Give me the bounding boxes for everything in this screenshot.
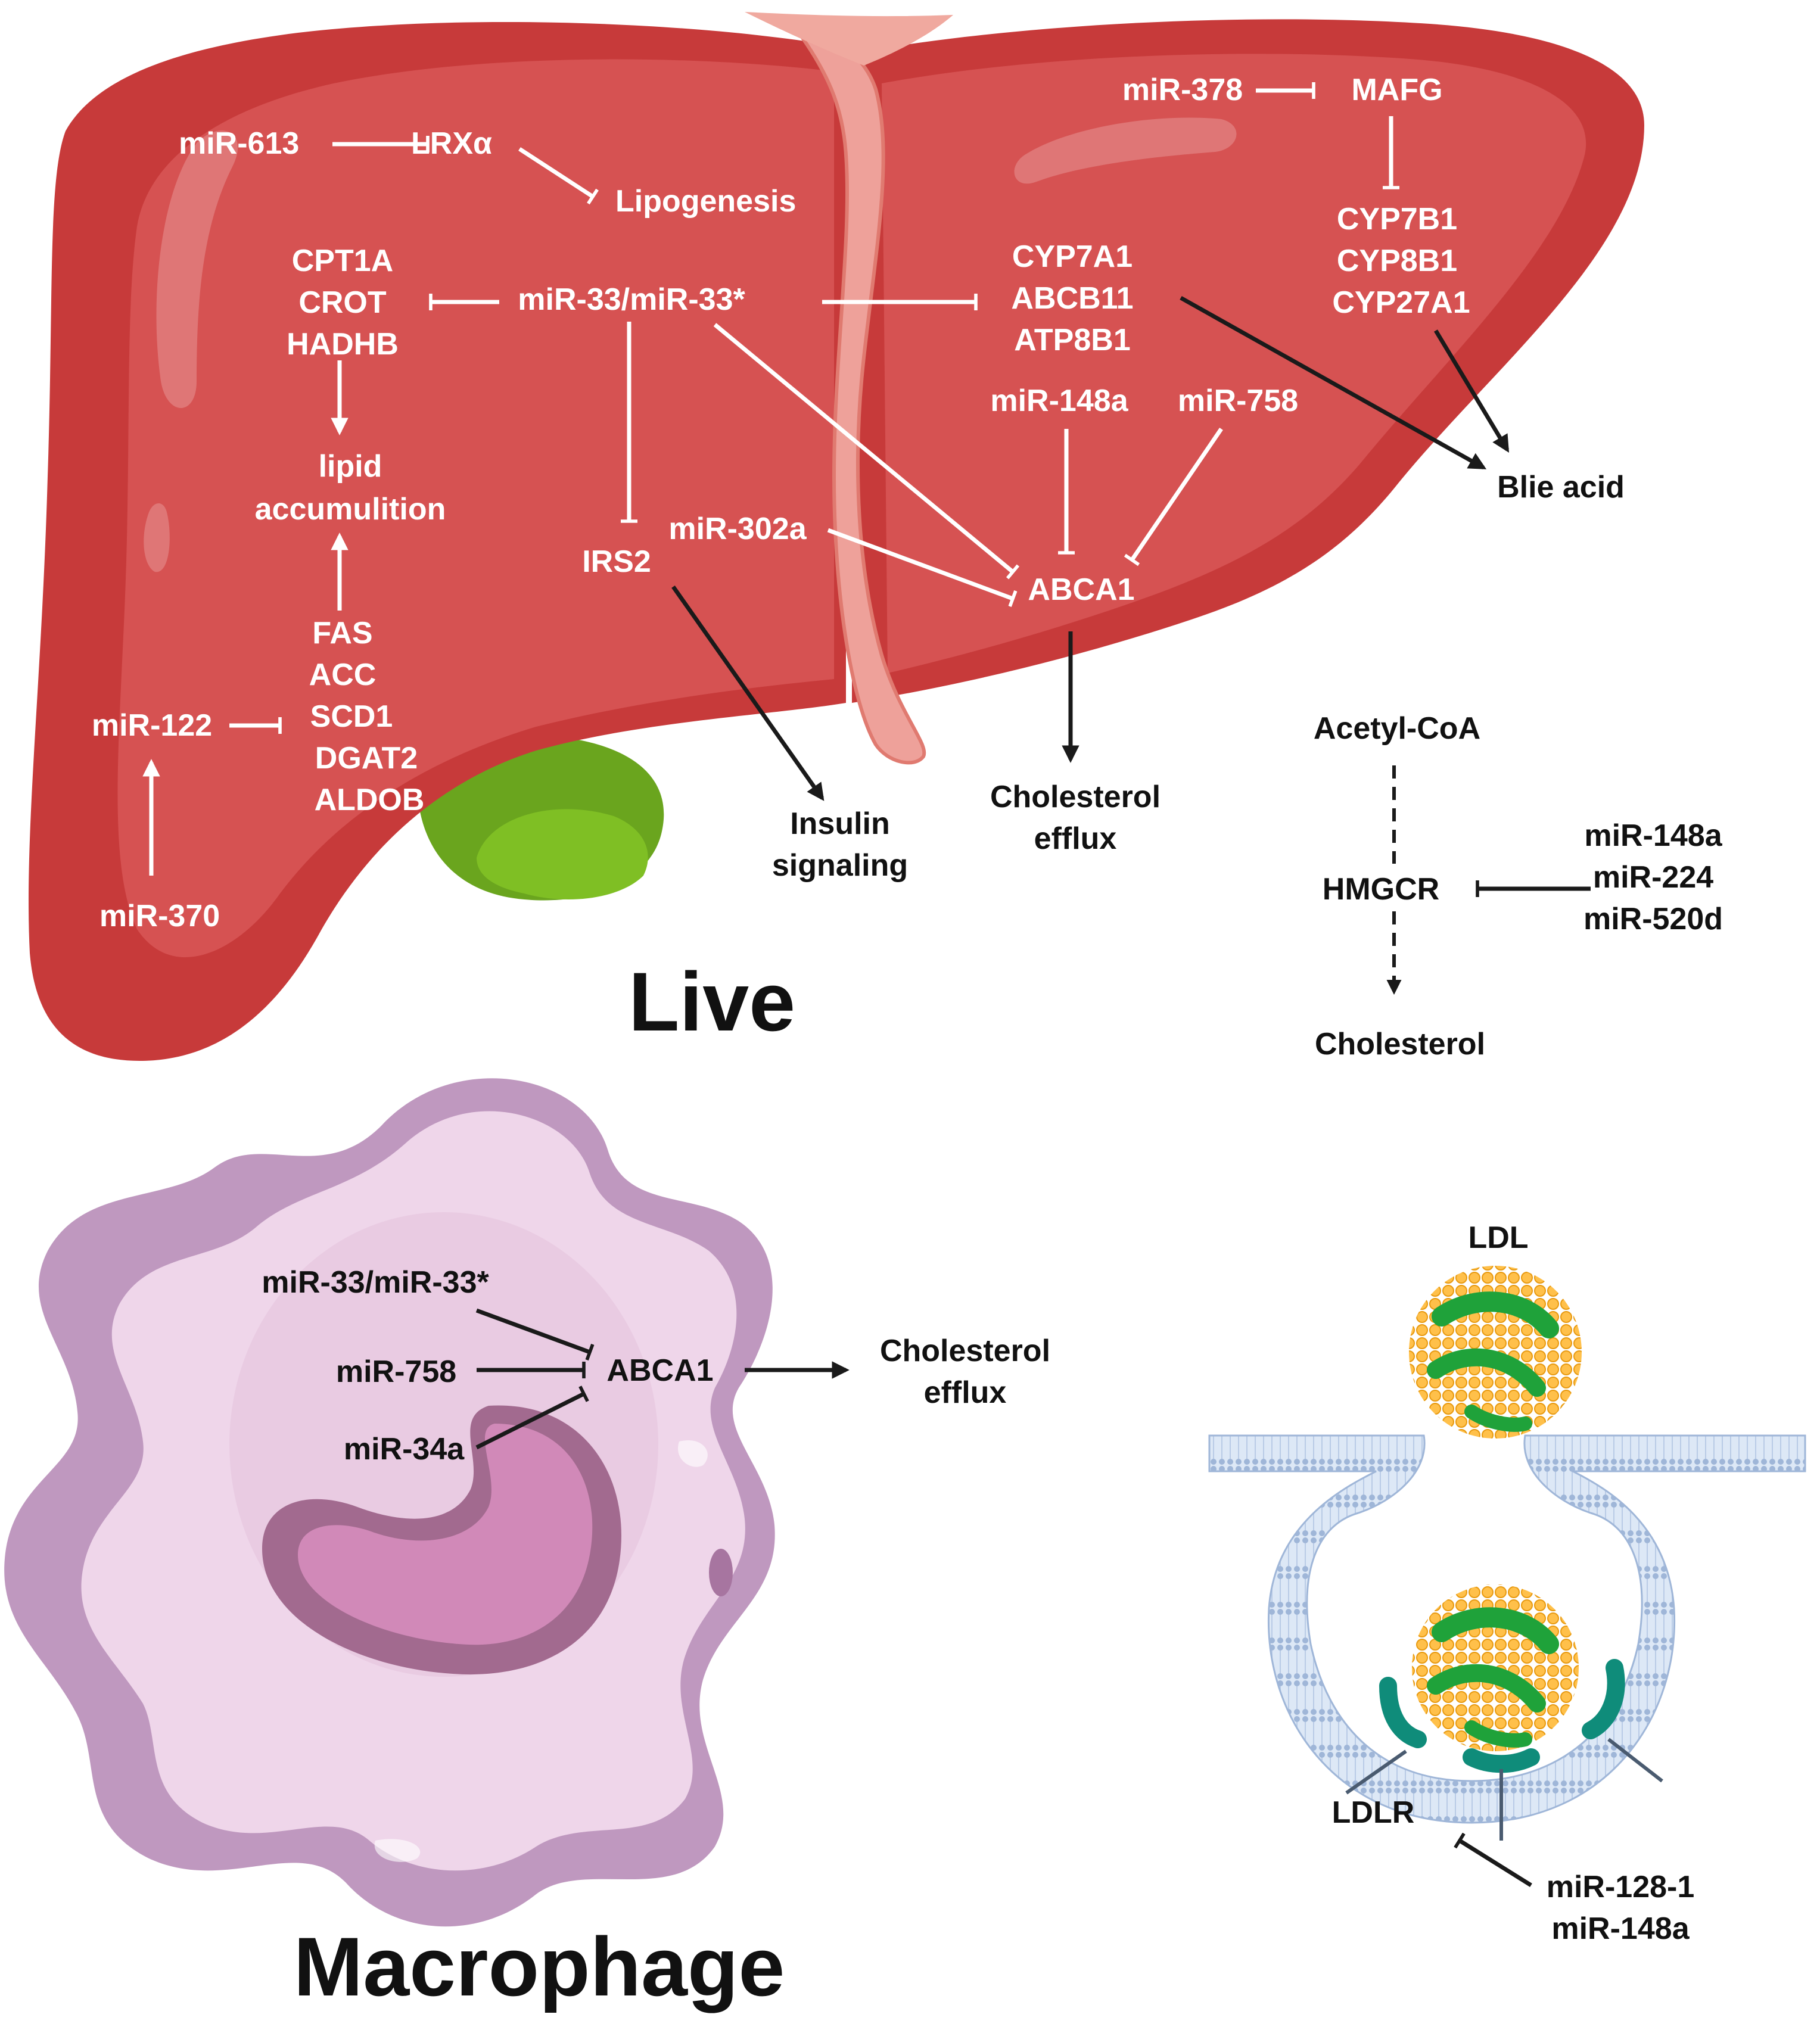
label-mir-370: miR-370 <box>99 899 220 933</box>
label-lrxa: LRXα <box>411 126 492 161</box>
ldl-top-apob-2 <box>1427 1348 1546 1397</box>
label-hmgcr-mir-520d: miR-520d <box>1583 902 1723 936</box>
macrophage-arrows <box>475 1308 850 1450</box>
label-fas: FAS <box>312 616 372 650</box>
label-crot: CROT <box>298 285 387 320</box>
label-mir-613: miR-613 <box>179 126 299 161</box>
label-macro-abca1: ABCA1 <box>606 1353 713 1388</box>
label-macro-mir-34a: miR-34a <box>344 1432 465 1467</box>
liver-left-lobe-light <box>882 54 1586 674</box>
falciform-ligament <box>788 20 926 765</box>
label-mir-378: miR-378 <box>1122 73 1243 107</box>
label-irs2: IRS2 <box>582 544 651 579</box>
label-dgat2: DGAT2 <box>315 741 418 776</box>
hmgcr-pathway: Acetyl-CoA HMGCR Cholesterol miR-148a mi… <box>1314 711 1723 1061</box>
label-ldlr-mir-148a: miR-148a <box>1551 1911 1690 1946</box>
label-lipid: lipid <box>319 449 382 484</box>
label-mir-148a: miR-148a <box>990 384 1128 418</box>
label-cyp7b1: CYP7B1 <box>1337 202 1457 236</box>
liver-highlight-3 <box>1014 117 1237 184</box>
macrophage-vesicle-1 <box>46 1382 72 1431</box>
label-cholesterol-efflux-1: Cholesterol <box>990 780 1161 814</box>
label-hmgcr-mir-224: miR-224 <box>1593 860 1713 895</box>
label-macro-mir-33: miR-33/miR-33* <box>262 1265 489 1300</box>
label-hmgcr: HMGCR <box>1323 872 1439 907</box>
ldlr-receptor-right <box>1582 1659 1625 1739</box>
ldl-bottom-apob-3 <box>1464 1720 1532 1748</box>
label-atp8b1: ATP8B1 <box>1014 323 1131 357</box>
ldl-top-apob-3 <box>1464 1405 1532 1432</box>
macrophage-nucleus-light <box>298 1424 593 1645</box>
macrophage-labels: miR-33/miR-33* miR-758 miR-34a ABCA1 Cho… <box>262 1265 1050 2013</box>
ldlr-receptor-left <box>1379 1677 1427 1748</box>
falciform-top <box>745 12 953 66</box>
gallbladder-highlight <box>477 809 648 899</box>
macrophage-vesicle-3 <box>374 1839 421 1862</box>
label-cyp8b1: CYP8B1 <box>1337 244 1457 278</box>
cell-membrane <box>1208 1434 1806 1824</box>
label-mir-33: miR-33/miR-33* <box>518 282 745 317</box>
label-ldlr: LDLR <box>1332 1795 1415 1830</box>
label-hmgcr-mir-148a: miR-148a <box>1584 818 1722 853</box>
label-acc: ACC <box>309 658 377 692</box>
label-accumulition: accumulition <box>255 492 446 527</box>
liver-right-lobe-light <box>117 59 834 957</box>
liver-arrows <box>142 82 1510 876</box>
ldl-illustration <box>1208 1266 1806 1841</box>
liver-highlight-1 <box>156 130 238 408</box>
label-mafg: MAFG <box>1351 73 1442 107</box>
label-mir-758: miR-758 <box>1178 384 1298 418</box>
label-scd1: SCD1 <box>310 699 393 734</box>
macrophage-title: Macrophage <box>294 1920 785 2013</box>
label-cpt1a: CPT1A <box>292 244 393 278</box>
macrophage-vesicle-2 <box>678 1440 708 1467</box>
label-insulin: Insulin <box>790 807 890 841</box>
label-macro-cholesterol: Cholesterol <box>880 1334 1050 1368</box>
label-cyp7a1: CYP7A1 <box>1012 239 1133 274</box>
macrophage-illustration <box>4 1078 775 1927</box>
label-bile-acid: Blie acid <box>1497 470 1625 505</box>
label-acetyl-coa: Acetyl-CoA <box>1314 711 1480 746</box>
liver-outside-labels: Blie acid Insulin signaling Cholesterol … <box>629 470 1625 1048</box>
label-cyp27a1: CYP27A1 <box>1332 285 1470 320</box>
label-abcb11: ABCB11 <box>1011 281 1133 316</box>
liver-illustration <box>28 12 1644 1061</box>
label-lipogenesis: Lipogenesis <box>615 184 796 219</box>
liver-title: Live <box>629 955 795 1048</box>
label-cholesterol: Cholesterol <box>1315 1027 1485 1061</box>
ldl-bottom-apob-2 <box>1427 1664 1546 1713</box>
liver-highlight-2 <box>144 503 170 572</box>
label-hadhb: HADHB <box>287 327 399 362</box>
label-mir-122: miR-122 <box>92 708 212 743</box>
macrophage-vesicle-4 <box>709 1549 733 1596</box>
ldl-bottom-apob-1 <box>1432 1607 1559 1654</box>
liver-labels: miR-613 LRXα Lipogenesis CPT1A CROT HADH… <box>92 73 1470 933</box>
label-mir-302a: miR-302a <box>668 512 807 546</box>
ldl-top-apob-1 <box>1432 1291 1559 1338</box>
label-macro-mir-758: miR-758 <box>336 1355 456 1389</box>
label-ldl: LDL <box>1468 1221 1528 1255</box>
ldlr-receptor-middle <box>1463 1748 1540 1773</box>
label-abca1: ABCA1 <box>1028 572 1134 607</box>
label-ldlr-mir-128-1: miR-128-1 <box>1547 1870 1695 1904</box>
ldl-labels: LDL LDLR miR-128-1 miR-148a <box>1332 1221 1695 1946</box>
label-signaling: signaling <box>772 848 908 883</box>
label-macro-efflux: efflux <box>924 1375 1007 1410</box>
label-aldob: ALDOB <box>315 783 425 817</box>
label-efflux-1: efflux <box>1034 821 1117 856</box>
